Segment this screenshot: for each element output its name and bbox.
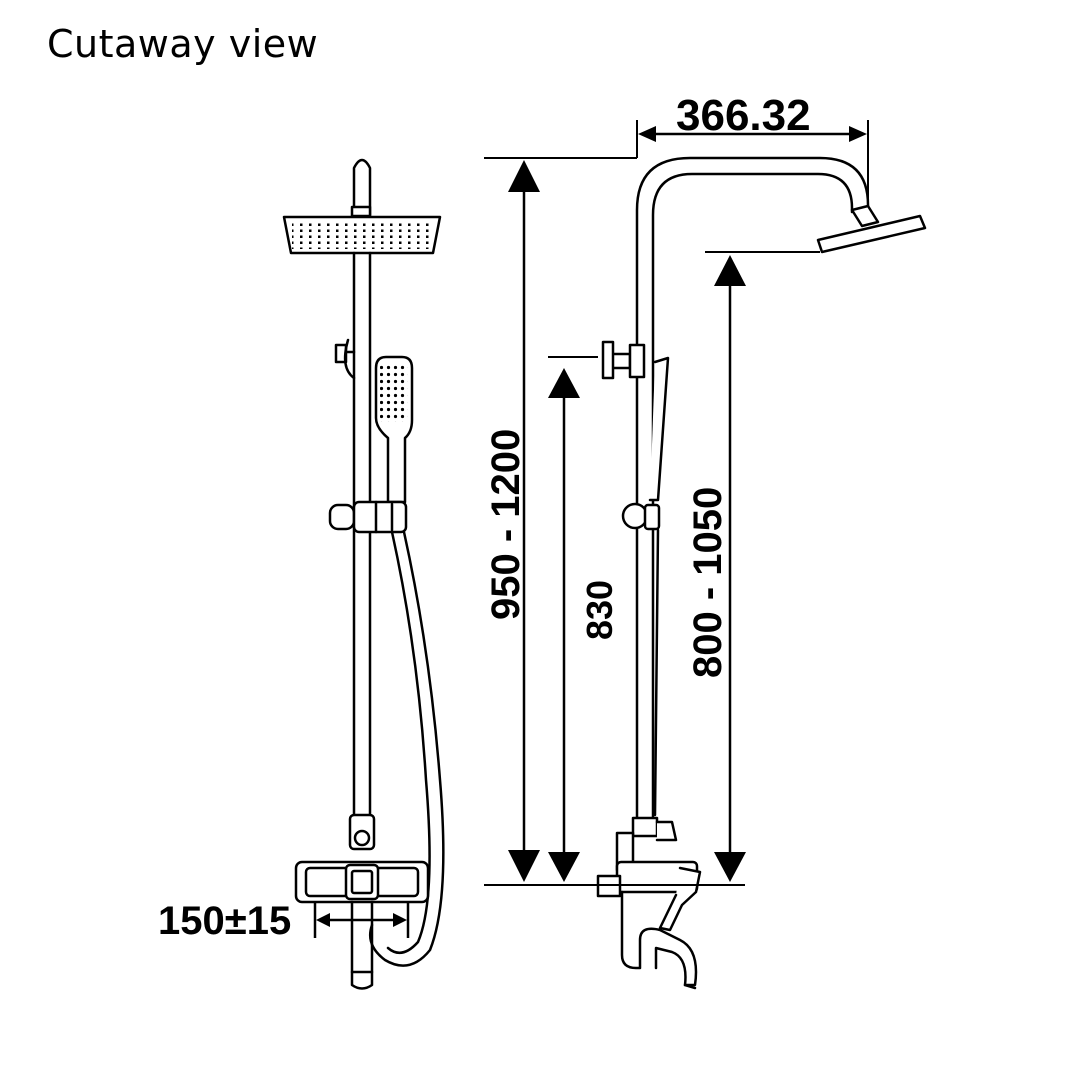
side-hand-shower bbox=[648, 356, 670, 502]
shower-hose-outer bbox=[368, 530, 445, 967]
slide-holder-left bbox=[328, 503, 356, 531]
side-riser-arm-outer bbox=[635, 156, 870, 820]
inlet-spacing-dimension bbox=[313, 902, 410, 938]
side-rain-head bbox=[816, 214, 927, 254]
inlet-spacing-label: 150±15 bbox=[158, 899, 291, 943]
slide-holder-body bbox=[352, 500, 408, 534]
head-height-label: 800 - 1050 bbox=[686, 487, 730, 678]
total-height-dimension bbox=[508, 160, 540, 882]
total-height-label: 950 - 1200 bbox=[484, 429, 528, 620]
side-mixer-fitting bbox=[655, 820, 678, 842]
shower-head-holes bbox=[292, 223, 432, 249]
shower-hose-inner bbox=[386, 530, 431, 955]
side-lever bbox=[658, 866, 702, 932]
front-view bbox=[282, 158, 445, 990]
holder-height-label: 830 bbox=[579, 580, 620, 640]
side-joint bbox=[631, 816, 659, 838]
side-view bbox=[596, 156, 927, 990]
arm-reach-label: 366.32 bbox=[676, 91, 811, 140]
reference-lines bbox=[484, 120, 869, 886]
hand-shower-holes bbox=[380, 364, 408, 422]
diverter-ring bbox=[343, 338, 356, 380]
arm-reach-dimension bbox=[638, 126, 867, 142]
side-riser-arm-inner bbox=[651, 172, 854, 820]
side-slide-holder bbox=[621, 502, 649, 530]
head-connector bbox=[350, 205, 372, 218]
bath-spout-front bbox=[350, 900, 374, 990]
side-diverter-knob bbox=[601, 340, 632, 380]
side-hose bbox=[653, 528, 660, 817]
head-height-dimension bbox=[714, 255, 746, 882]
holder-height-dimension bbox=[548, 368, 580, 882]
side-head-connector bbox=[850, 204, 880, 228]
riser-top-stub bbox=[352, 158, 372, 217]
side-spout bbox=[620, 890, 698, 987]
page-title: Cutaway view bbox=[47, 22, 319, 66]
